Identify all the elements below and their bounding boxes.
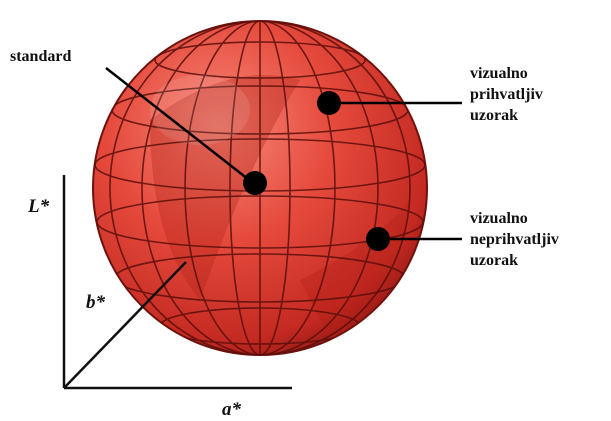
unacceptable-sample-marker (366, 227, 390, 251)
unacceptable-label-line-2: neprihvatljiv (470, 231, 559, 248)
lab-axes (62, 175, 292, 390)
unacceptable-label-line-1: vizualno (470, 210, 528, 227)
b-axis (63, 261, 187, 389)
acceptable-label-line-3: uzorak (470, 107, 518, 124)
unacceptable-sample-label: vizualno neprihvatljiv uzorak (470, 208, 559, 271)
acceptable-sample-label: vizualno prihvatljiv uzorak (470, 63, 543, 126)
acceptable-label-line-2: prihvatljiv (470, 86, 543, 103)
unacceptable-label-line-3: uzorak (470, 252, 518, 269)
acceptable-label-line-1: vizualno (470, 65, 528, 82)
acceptable-sample-marker (317, 91, 341, 115)
b-axis-label: b* (86, 292, 105, 313)
leader-lines (105, 67, 462, 241)
a-axis-label: a* (222, 399, 241, 420)
standard-leader (105, 67, 254, 184)
standard-marker (243, 171, 267, 195)
standard-label: standard (10, 48, 72, 65)
markers (243, 91, 390, 251)
l-axis-label: L* (28, 196, 50, 217)
